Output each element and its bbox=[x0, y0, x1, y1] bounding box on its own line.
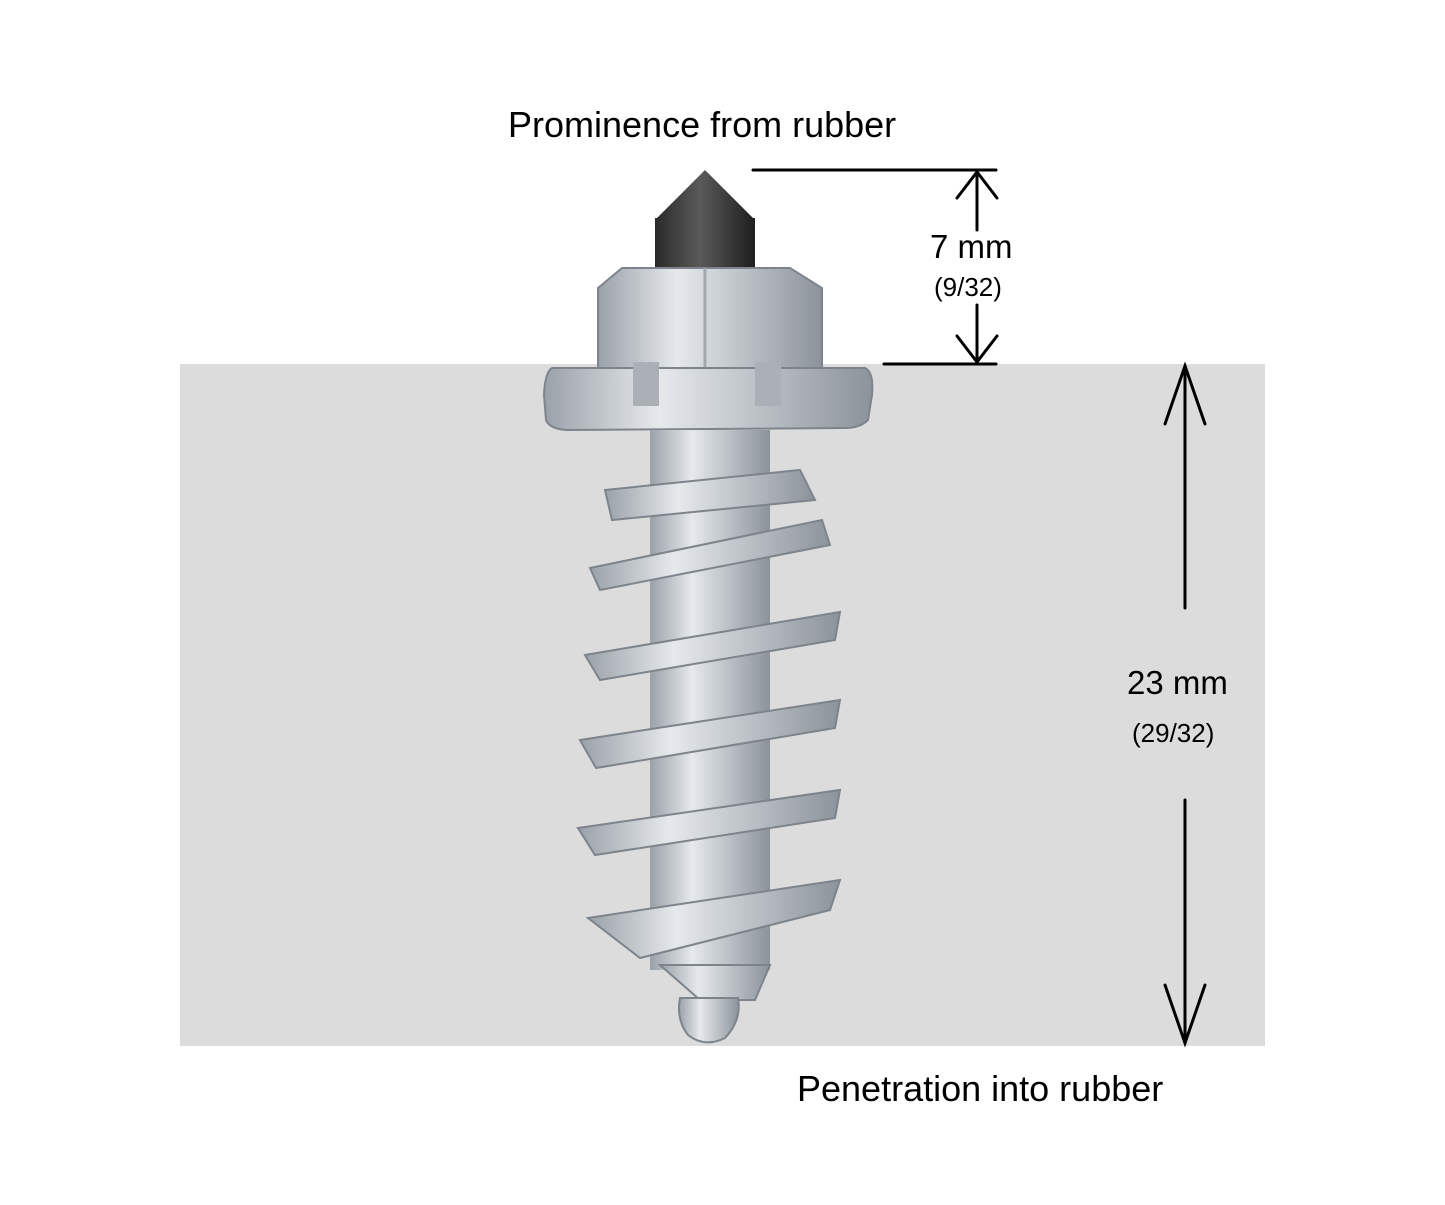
screw-point bbox=[678, 997, 740, 1044]
thread bbox=[588, 518, 832, 592]
arrowhead-down bbox=[955, 334, 999, 365]
thread bbox=[603, 468, 817, 522]
thread bbox=[576, 788, 842, 857]
thread bbox=[578, 698, 842, 770]
penetration-fraction: (29/32) bbox=[1132, 718, 1215, 748]
screw-stud bbox=[542, 170, 874, 1044]
arrowhead-up bbox=[1163, 361, 1207, 426]
penetration-title: Penetration into rubber bbox=[797, 1068, 1164, 1109]
thread bbox=[657, 964, 772, 1001]
flange bbox=[542, 367, 874, 432]
hex-head bbox=[597, 267, 823, 373]
thread bbox=[585, 878, 842, 960]
carbide-tip-cone bbox=[655, 170, 755, 220]
arrowhead-down bbox=[1163, 983, 1207, 1048]
penetration-dimension bbox=[1163, 361, 1207, 1048]
prominence-value: 7 mm bbox=[930, 228, 1013, 265]
penetration-value: 23 mm bbox=[1127, 664, 1228, 701]
carbide-tip-pin bbox=[655, 218, 755, 270]
prominence-title: Prominence from rubber bbox=[508, 104, 897, 145]
shank bbox=[650, 430, 770, 970]
prominence-dimension bbox=[751, 168, 999, 366]
prominence-fraction: (9/32) bbox=[934, 272, 1002, 302]
arrowhead-up bbox=[955, 169, 999, 200]
thread bbox=[583, 610, 842, 682]
